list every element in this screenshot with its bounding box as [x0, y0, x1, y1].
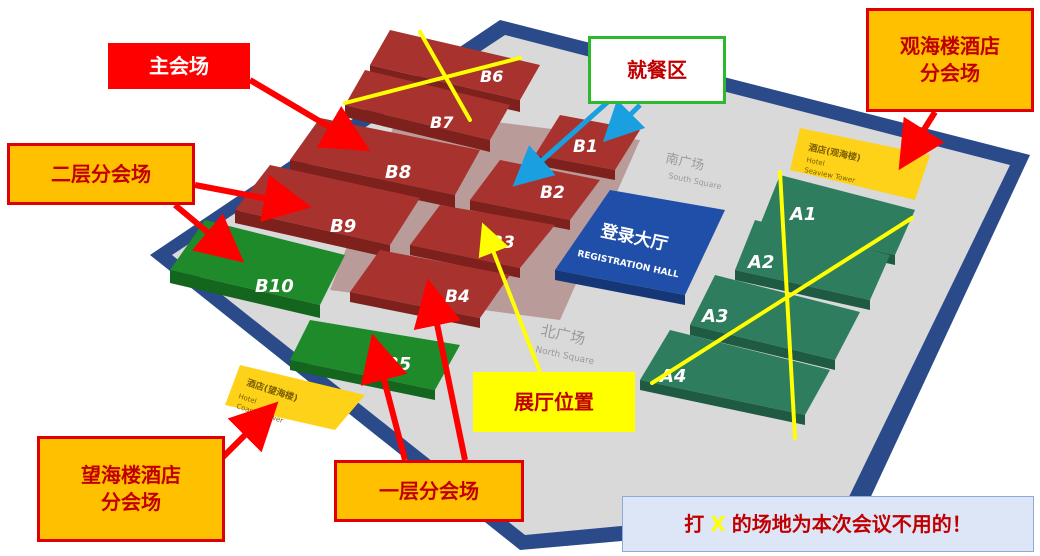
hotel-seaview-en1: Hotel [806, 156, 826, 168]
callout-exhibition-text: 展厅位置 [514, 389, 594, 414]
hall-A4[interactable]: A4 [640, 330, 830, 425]
arrow-b10 [173, 202, 245, 263]
callout-main-venue: 主会场 [108, 43, 250, 89]
hall-B10-label: B10 [255, 276, 294, 297]
arrow-dining-2 [602, 99, 646, 143]
legend-note-mark: X [710, 511, 726, 536]
arrow-first-floor-b5 [360, 333, 408, 461]
arrow-exhibition [478, 222, 542, 373]
hall-B2[interactable]: B2 [470, 160, 600, 230]
callout-exhibition: 展厅位置 [473, 372, 635, 432]
callout-coastal-line2: 分会场 [101, 490, 161, 514]
south-square-cn: 南广场 [664, 150, 705, 174]
hall-B7[interactable]: B7 [345, 70, 510, 152]
callout-second-floor: 二层分会场 [7, 143, 195, 205]
arrow-dining-1 [512, 98, 612, 187]
callout-first-floor: 一层分会场 [334, 460, 524, 522]
hall-B2-label: B2 [540, 183, 565, 203]
arrow-main-venue [248, 77, 371, 152]
legend-note: 打 X 的场地为本次会议不用的！ [622, 496, 1034, 552]
callout-dining-text: 就餐区 [627, 57, 687, 82]
hall-B8-label: B8 [385, 162, 411, 183]
hall-B7-label: B7 [430, 113, 454, 132]
callout-seaview-hotel: 观海楼酒店 分会场 [866, 8, 1034, 112]
callout-coastal-hotel: 望海楼酒店 分会场 [37, 436, 225, 542]
arrow-second-floor [194, 174, 312, 222]
registration-hall[interactable]: 登录大厅 REGISTRATION HALL [555, 190, 725, 305]
hall-B4-label: B4 [445, 287, 470, 307]
hall-B9-label: B9 [330, 216, 356, 237]
hall-A1-label: A1 [788, 204, 816, 225]
hall-B1-label: B1 [573, 137, 598, 157]
hall-B5-label: B5 [385, 354, 411, 375]
unused-mark-A-halls [650, 170, 914, 440]
hall-A3-label: A3 [700, 306, 728, 327]
legend-note-after: 的场地为本次会议不用的！ [731, 511, 972, 536]
arrow-first-floor-b4 [413, 278, 468, 461]
callout-dining: 就餐区 [588, 36, 726, 104]
callout-seaview-line1: 观海楼酒店 [900, 34, 1000, 58]
callout-second-floor-text: 二层分会场 [51, 161, 151, 186]
legend-note-before: 打 [684, 511, 705, 536]
hall-A2-label: A2 [746, 252, 774, 273]
callout-coastal-line1: 望海楼酒店 [81, 463, 181, 487]
callout-seaview-line2: 分会场 [920, 61, 980, 85]
unused-mark-B6-B7 [343, 30, 522, 122]
hall-A2[interactable]: A2 [735, 220, 890, 310]
hall-B6-label: B6 [480, 67, 503, 86]
callout-main-venue-text: 主会场 [149, 53, 209, 78]
arrow-seaview-hotel [898, 110, 945, 171]
hall-A4-label: A4 [658, 366, 686, 387]
callout-first-floor-text: 一层分会场 [379, 478, 479, 503]
